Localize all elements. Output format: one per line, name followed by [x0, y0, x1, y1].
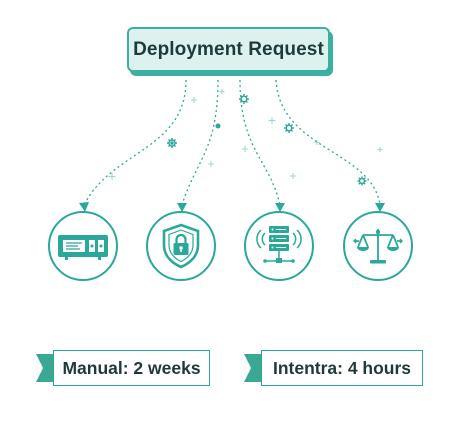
gear-icon: [167, 138, 177, 148]
step-node-compliance: [343, 211, 413, 281]
arrowhead-3: [275, 203, 285, 212]
compliance-scales-icon: [353, 229, 403, 264]
gear-icon: [284, 123, 294, 133]
deployment-request-title: Deployment Request: [133, 38, 324, 60]
connector-dot: [215, 123, 221, 129]
intentra-duration-label: Intentra: 4 hours: [272, 357, 412, 378]
sparkle-icon: [290, 173, 296, 179]
sparkle-icon: [268, 117, 276, 124]
hardware-module-icon: [58, 235, 108, 260]
security-shield-lock-icon: [162, 223, 200, 269]
intentra-duration-tag: Intentra: 4 hours: [244, 350, 423, 388]
manual-duration-label: Manual: 2 weeks: [62, 357, 201, 378]
server-network-icon: [256, 226, 302, 263]
deployment-request-box: Deployment Request: [127, 27, 330, 72]
manual-duration-tag: Manual: 2 weeks: [36, 350, 210, 388]
step-node-server: [244, 211, 314, 281]
step-node-security: [146, 211, 216, 281]
sparkle-icon: [108, 173, 116, 180]
arrowhead-2: [177, 203, 187, 212]
connector-line-4: [275, 79, 381, 206]
gear-icon: [357, 176, 367, 186]
gear-icon: [239, 94, 249, 104]
connector-line-2: [181, 79, 219, 206]
sparkle-icon: [242, 146, 248, 152]
connector-line-1: [83, 79, 187, 206]
manual-duration-box: Manual: 2 weeks: [53, 350, 210, 386]
intentra-duration-box: Intentra: 4 hours: [261, 350, 423, 386]
sparkle-icon: [191, 97, 197, 103]
sparkle-icon: [377, 147, 383, 152]
arrowhead-1: [79, 202, 89, 212]
connector-line-3: [239, 79, 281, 206]
sparkle-icon: [208, 161, 214, 167]
step-node-hardware: [48, 211, 118, 281]
sparkle-icon: [219, 89, 225, 94]
sparkle-icon: [314, 140, 320, 145]
arrowhead-4: [375, 203, 385, 212]
